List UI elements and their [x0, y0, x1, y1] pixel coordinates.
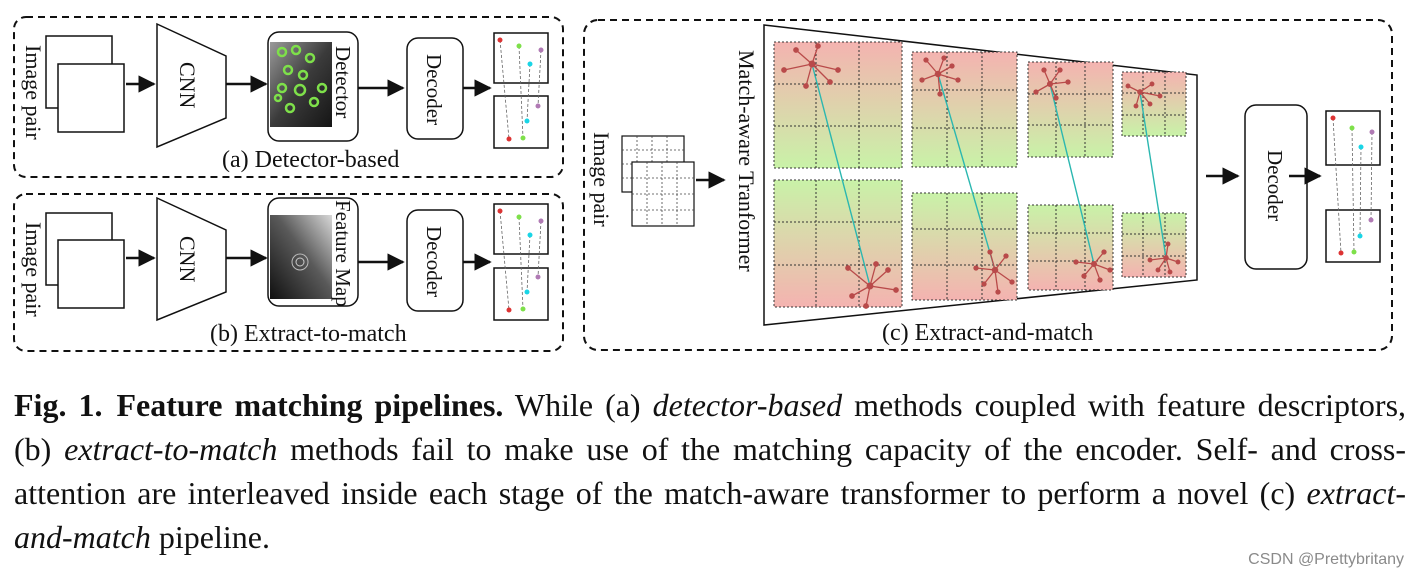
star-s1-top — [781, 43, 841, 89]
panel-c-frame — [583, 19, 1393, 351]
figure-caption: Fig. 1. Feature matching pipelines. While… — [14, 383, 1406, 559]
caption-text-3: methods fail to make use of the matching… — [14, 431, 1407, 511]
caption-text-4: pipeline. — [150, 519, 270, 555]
transformer-stage-4 — [1121, 71, 1187, 278]
star-s3-bottom — [1073, 249, 1113, 283]
panel-b-cnn-label: CNN — [175, 236, 200, 283]
panel-b-cnn-encoder — [156, 196, 227, 322]
star-s2-bottom — [973, 249, 1015, 295]
panel-a-image-pair — [45, 35, 125, 133]
panel-c-output-matches — [1325, 110, 1381, 263]
panel-a-detector-label: Detector — [331, 46, 355, 118]
star-s4-top — [1125, 81, 1163, 109]
cross-attention-matches — [811, 63, 1167, 287]
panel-c-caption: (c) Extract-and-match — [882, 320, 1093, 346]
panel-b-output-matches — [493, 203, 549, 321]
star-s1-bottom — [845, 261, 899, 309]
caption-emphasis-1: detector-based — [652, 387, 843, 423]
panel-b-caption: (b) Extract-to-match — [210, 321, 407, 347]
panel-b-image-pair — [45, 212, 125, 309]
panel-a-decoder-label: Decoder — [422, 54, 446, 125]
panel-c-image-pair-grids — [621, 135, 695, 227]
transformer-stage-2 — [911, 51, 1018, 301]
panel-c-transformer-label: Match-aware Tranformer — [734, 50, 759, 272]
transformer-stage-1 — [773, 41, 903, 308]
panel-c-decoder — [1244, 104, 1308, 270]
panel-b-decoder — [406, 209, 464, 312]
panel-a-input-label: Image pair — [21, 45, 46, 140]
caption-figure-label: Fig. 1. — [14, 387, 103, 423]
panel-b-decoder-label: Decoder — [422, 226, 446, 297]
caption-text-2: methods coupled with feature descriptors… — [14, 387, 1407, 467]
keypoint-stars — [781, 43, 1181, 309]
star-s4-bottom — [1147, 241, 1181, 275]
panel-c-decoder-label: Decoder — [1263, 150, 1287, 221]
panel-a-detector-based: Image pair CNN Detector Decoder — [13, 16, 564, 178]
panel-c-input-label: Image pair — [589, 132, 614, 227]
panel-a-output-matches — [493, 32, 549, 149]
panel-a-cnn-label: CNN — [175, 62, 200, 109]
panel-a-keypoints — [273, 44, 328, 114]
panel-b-feature-map-photo — [270, 215, 332, 299]
caption-emphasis-3: extract-and-match — [14, 475, 1406, 555]
panel-c-extract-and-match: Image pair Match-aware Tranformer — [583, 19, 1393, 351]
csdn-watermark: CSDN @Prettybritany — [1248, 551, 1404, 568]
panel-a-frame — [13, 16, 564, 178]
star-s3-top — [1033, 67, 1071, 101]
panel-a-cnn-encoder — [156, 22, 227, 149]
transformer-stage-3 — [1027, 61, 1114, 291]
caption-text-1: While (a) — [503, 387, 653, 423]
panel-b-input-label: Image pair — [21, 222, 46, 317]
panel-b-extract-to-match: Image pair CNN Feature Map Decoder — [13, 193, 564, 352]
panel-b-feature-map-block: Feature Map — [267, 197, 359, 307]
panel-a-detector-block: Detector — [267, 31, 359, 142]
caption-title: Feature matching pipelines. — [116, 387, 504, 423]
panel-a-caption: (a) Detector-based — [222, 147, 399, 173]
star-s2-top — [919, 55, 961, 97]
panel-b-feature-map-label: Feature Map — [331, 200, 355, 307]
pipeline-figure: Image pair CNN Detector Decoder — [13, 16, 1393, 352]
caption-emphasis-2: extract-to-match — [64, 431, 278, 467]
